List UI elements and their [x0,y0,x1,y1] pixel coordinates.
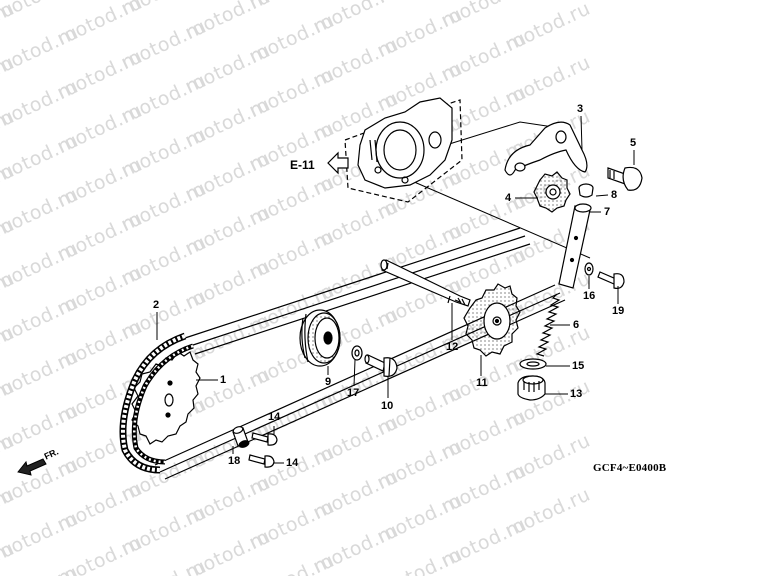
reference-label[interactable]: E-11 [290,158,315,172]
callout-11[interactable]: 11 [476,377,488,389]
sealing-washer-15 [519,358,547,370]
callout-15[interactable]: 15 [572,360,585,372]
callout-7[interactable]: 7 [604,206,611,218]
callout-13[interactable]: 13 [570,388,583,400]
tensioner-arm [504,121,588,176]
guide-roller-9 [299,309,341,367]
callout-1[interactable]: 1 [220,374,227,386]
washer-16 [584,262,594,276]
cam-sprocket-11 [463,283,521,357]
crankcase-housing [344,97,463,203]
cam-chain-2 [119,332,194,474]
callout-17[interactable]: 17 [347,387,360,399]
callout-3[interactable]: 3 [577,103,584,115]
callout-8[interactable]: 8 [611,189,618,201]
tensioner-sprocket-4 [533,171,571,213]
push-rod-7 [558,203,592,289]
reference-arrow-icon [327,151,349,175]
assembly-leader-lines [404,121,591,259]
sealing-bolt-13 [517,375,546,401]
callout-4[interactable]: 4 [505,192,512,204]
spring-6 [535,293,561,357]
callout-leaders [156,115,635,464]
callout-9[interactable]: 9 [325,376,332,388]
flange-bolt-5 [607,166,643,191]
callout-14-upper[interactable]: 14 [268,411,281,423]
callout-19[interactable]: 19 [612,305,625,317]
dowel-18 [232,426,250,448]
front-direction-arrow-icon [17,458,47,476]
diagram-code: GCF4~E0400B [593,462,667,474]
callout-12[interactable]: 12 [446,341,459,353]
callout-5[interactable]: 5 [630,137,637,149]
callout-14-lower[interactable]: 14 [286,457,299,469]
callout-16[interactable]: 16 [583,290,596,302]
callout-6[interactable]: 6 [573,319,580,331]
rubber-cap-8 [578,183,594,198]
washer-17 [351,345,363,361]
bolt-14-lower [248,454,275,468]
bolt-14-upper [251,432,278,446]
callout-10[interactable]: 10 [381,400,394,412]
shaft-12 [380,259,471,307]
flange-bolt-19 [597,271,625,289]
callout-2[interactable]: 2 [153,299,160,311]
callout-18[interactable]: 18 [228,455,241,467]
